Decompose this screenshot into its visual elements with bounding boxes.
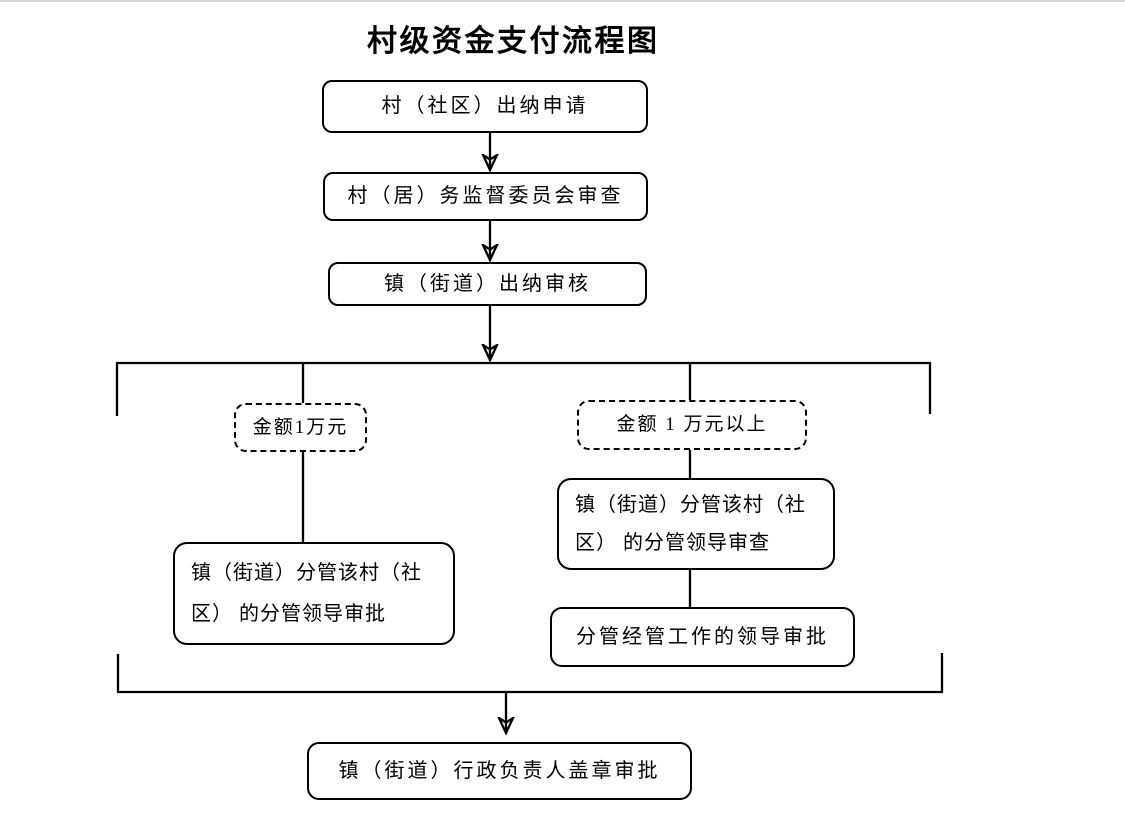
node-label: 镇（街道）分管该村（社区） 的分管领导审批 — [191, 561, 422, 625]
condition-amount-over-10k: 金额 1 万元以上 — [577, 400, 807, 450]
page-title: 村级资金支付流程图 — [367, 25, 660, 58]
node-village-cashier-apply: 村（社区）出纳申请 — [322, 80, 648, 133]
node-label: 镇（街道）行政负责人盖章审批 — [338, 759, 661, 782]
node-label: 村（居）务监督委员会审查 — [347, 185, 624, 207]
node-label: 镇（街道）出纳审核 — [384, 272, 591, 295]
node-left-leader-approve: 镇（街道）分管该村（社区） 的分管领导审批 — [173, 542, 455, 645]
condition-label: 金额1万元 — [252, 416, 349, 438]
node-label: 镇（街道）分管该村（社区） 的分管领导审查 — [575, 494, 806, 554]
node-final-stamp-approve: 镇（街道）行政负责人盖章审批 — [307, 742, 692, 800]
page-top-edge — [0, 0, 1125, 2]
node-right-leader-review: 镇（街道）分管该村（社区） 的分管领导审查 — [557, 478, 835, 570]
condition-amount-under-10k: 金额1万元 — [234, 403, 367, 452]
node-label: 分管经管工作的领导审批 — [576, 625, 829, 648]
condition-label: 金额 1 万元以上 — [616, 414, 768, 436]
node-town-cashier-audit: 镇（街道）出纳审核 — [328, 262, 647, 306]
node-mgmt-leader-approve: 分管经管工作的领导审批 — [550, 607, 855, 667]
node-label: 村（社区）出纳申请 — [381, 95, 589, 117]
branch-split-bracket — [115, 361, 932, 416]
branch-merge-bracket — [116, 653, 944, 694]
node-supervision-committee-review: 村（居）务监督委员会审查 — [323, 172, 648, 221]
